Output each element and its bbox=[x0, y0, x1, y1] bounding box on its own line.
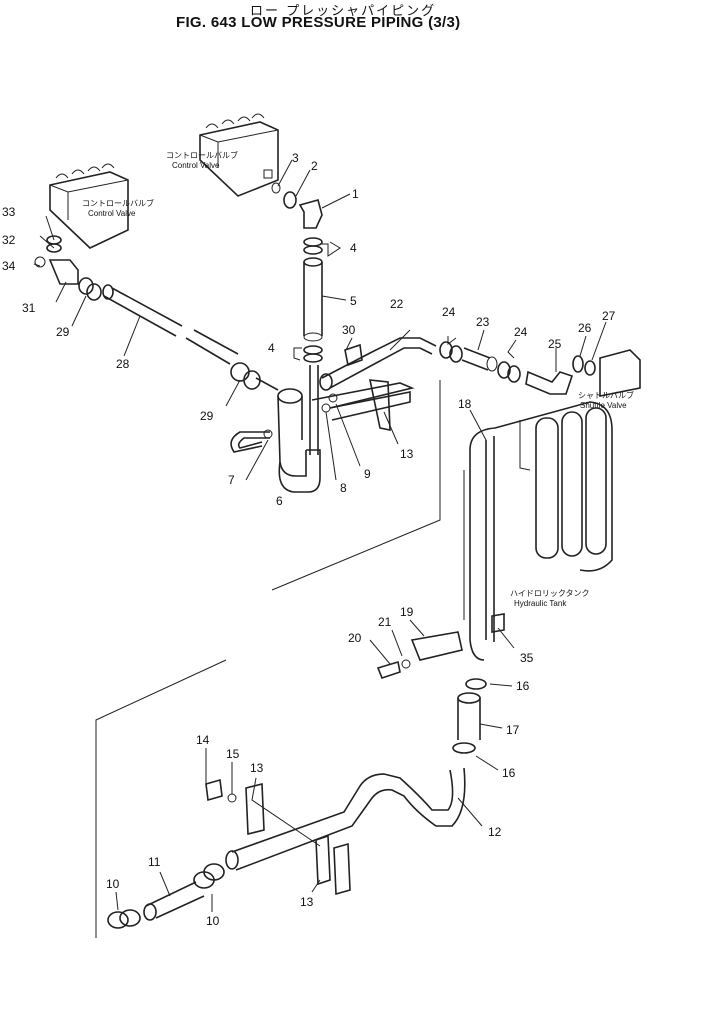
callout-4-mid: 4 bbox=[268, 341, 275, 355]
callout-15: 15 bbox=[226, 747, 240, 761]
manifold-pipe-6 bbox=[277, 365, 321, 493]
callout-28: 28 bbox=[116, 357, 130, 371]
callout-33: 33 bbox=[2, 205, 16, 219]
callout-3: 3 bbox=[292, 151, 299, 165]
control-valve-left-jp-label: コントロールバルブ bbox=[82, 198, 154, 208]
hose-17 bbox=[452, 678, 487, 754]
callout-7: 7 bbox=[228, 473, 235, 487]
callout-9: 9 bbox=[364, 467, 371, 481]
control-valve-top bbox=[199, 113, 279, 197]
callout-21: 21 bbox=[378, 615, 392, 629]
callout-31: 31 bbox=[22, 301, 36, 315]
hose-28 bbox=[102, 284, 279, 391]
shuttle-valve-jp-label: シャトルバルブ bbox=[578, 390, 634, 400]
callout-4-top: 4 bbox=[350, 241, 357, 255]
callout-24-right: 24 bbox=[514, 325, 528, 339]
frame-outline bbox=[95, 380, 441, 938]
callout-11: 11 bbox=[148, 855, 161, 869]
leader-lines bbox=[33, 159, 607, 912]
callout-1: 1 bbox=[352, 187, 359, 201]
callout-32: 32 bbox=[2, 233, 16, 247]
callout-24-left: 24 bbox=[442, 305, 456, 319]
callout-numbers: 1 2 3 4 4 5 6 7 8 9 10 10 11 12 13 13 13… bbox=[2, 151, 616, 928]
pipe-22 bbox=[319, 337, 437, 391]
callout-27: 27 bbox=[602, 309, 616, 323]
callout-19: 19 bbox=[400, 605, 414, 619]
control-valve-jp-label: コントロールバルブ bbox=[166, 150, 238, 160]
bracket-19 bbox=[376, 613, 505, 679]
control-valve-left-en-label: Control Valve bbox=[88, 209, 136, 218]
hose-23-assembly bbox=[439, 341, 641, 397]
figure-title: FIG. 643 LOW PRESSURE PIPING (3/3) bbox=[176, 14, 461, 31]
callout-12: 12 bbox=[488, 825, 502, 839]
callout-20: 20 bbox=[348, 631, 362, 645]
shuttle-valve-en-label: Shuttle Valve bbox=[580, 401, 627, 410]
u-bolt-7 bbox=[230, 429, 273, 453]
callout-30: 30 bbox=[342, 323, 356, 337]
callout-26: 26 bbox=[578, 321, 592, 335]
callout-8: 8 bbox=[340, 481, 347, 495]
elbow-fitting-1 bbox=[271, 182, 323, 229]
callout-16-bottom: 16 bbox=[502, 766, 516, 780]
callout-29-right: 29 bbox=[200, 409, 214, 423]
pipe-12 bbox=[225, 767, 466, 871]
callout-29-left: 29 bbox=[56, 325, 70, 339]
callout-13-lower-a: 13 bbox=[250, 761, 264, 775]
callout-13-lower-b: 13 bbox=[300, 895, 314, 909]
callout-10-left: 10 bbox=[106, 877, 120, 891]
hose-11 bbox=[107, 863, 225, 929]
callout-35: 35 bbox=[520, 651, 534, 665]
callout-13-upper: 13 bbox=[400, 447, 414, 461]
pipe-bracket bbox=[311, 379, 415, 431]
vertical-hose-5 bbox=[303, 237, 323, 363]
callout-34: 34 bbox=[2, 259, 16, 273]
lower-brackets-13 bbox=[205, 778, 351, 896]
control-valve-left bbox=[49, 163, 129, 249]
callout-16-top: 16 bbox=[516, 679, 530, 693]
title-japanese: ロー プレッシャパイピング bbox=[250, 4, 437, 19]
hydraulic-tank-en-label: Hydraulic Tank bbox=[514, 599, 567, 608]
callout-25: 25 bbox=[548, 337, 562, 351]
callout-23: 23 bbox=[476, 315, 490, 329]
callout-10-right: 10 bbox=[206, 914, 220, 928]
callout-2: 2 bbox=[311, 159, 318, 173]
callout-6: 6 bbox=[276, 494, 283, 508]
callout-5: 5 bbox=[350, 294, 357, 308]
callout-22: 22 bbox=[390, 297, 404, 311]
callout-14: 14 bbox=[196, 733, 210, 747]
callout-18: 18 bbox=[458, 397, 472, 411]
callout-17: 17 bbox=[506, 723, 520, 737]
left-fittings bbox=[34, 235, 102, 301]
hydraulic-tank-jp-label: ハイドロリックタンク bbox=[510, 589, 590, 598]
hydraulic-tank bbox=[463, 401, 613, 661]
control-valve-en-label: Control Valve bbox=[172, 161, 220, 170]
